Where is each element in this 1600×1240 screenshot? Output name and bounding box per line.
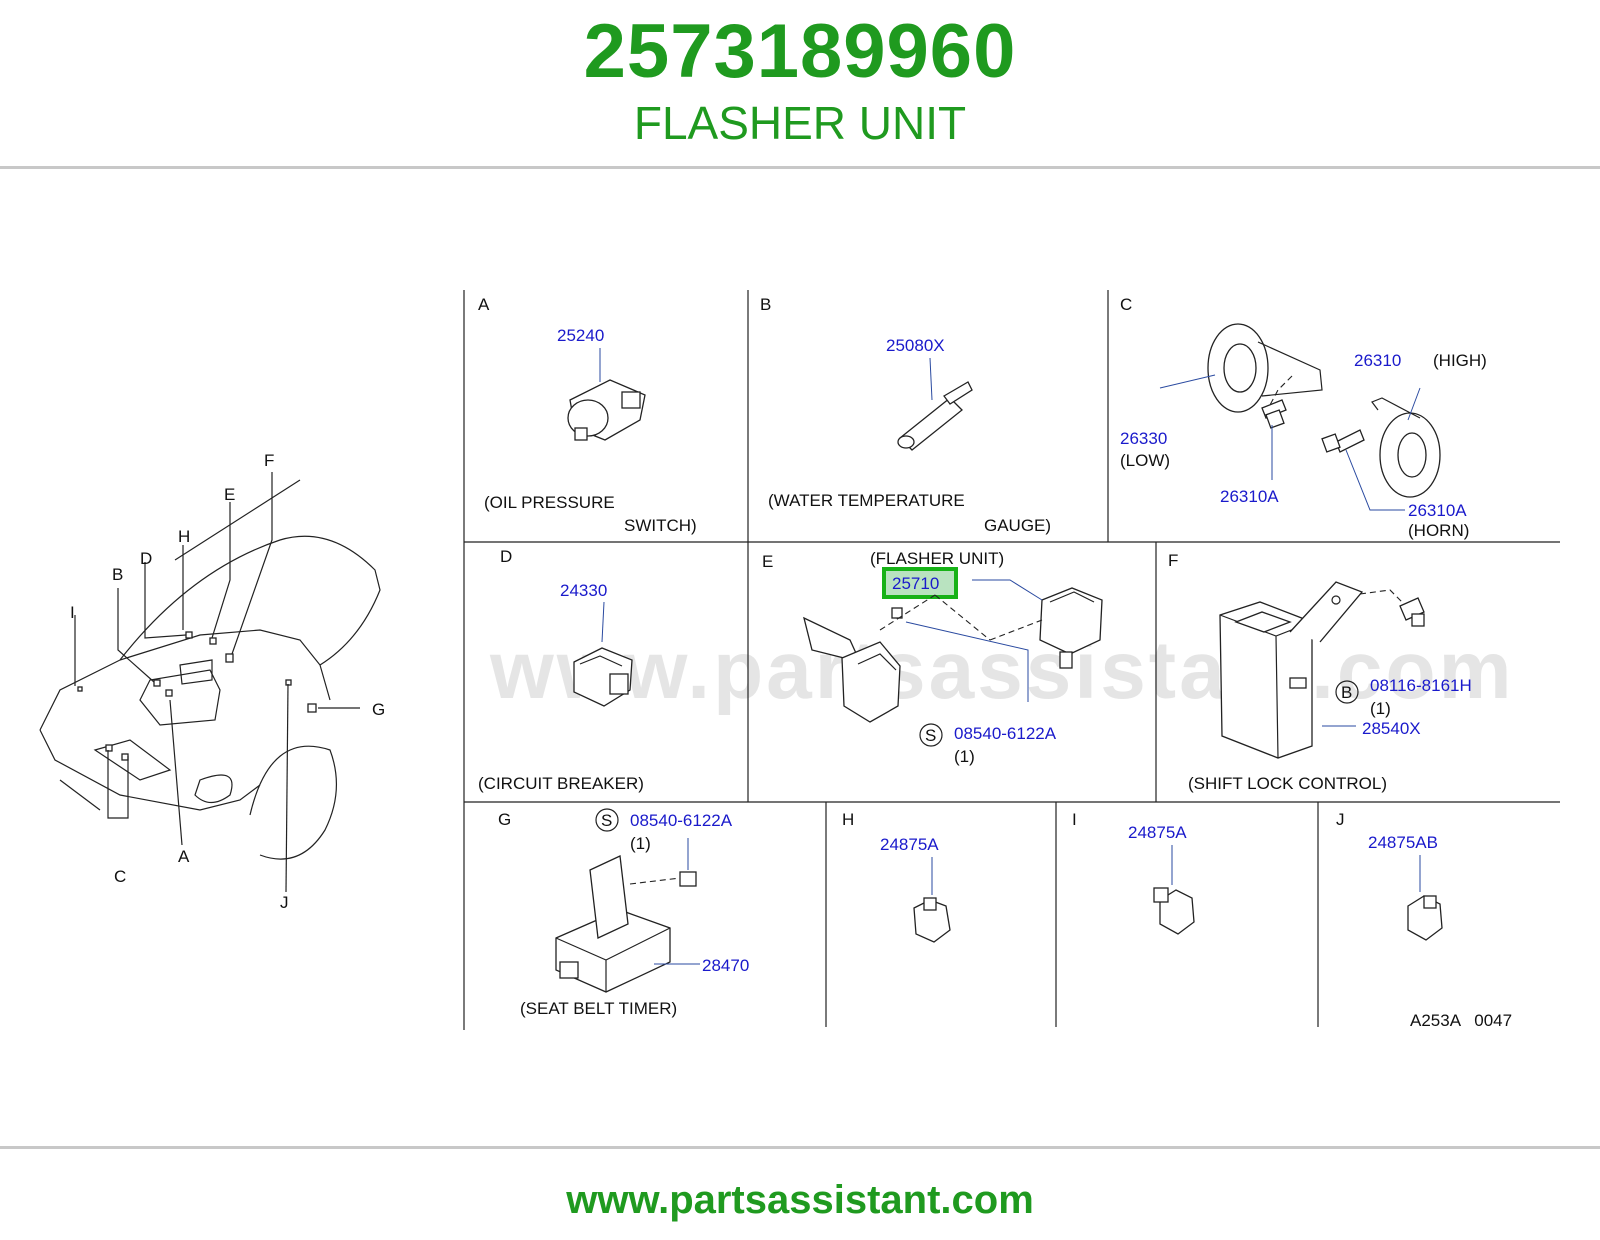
part-ref-28470[interactable]: 28470 xyxy=(702,956,749,975)
panel-b-letter: B xyxy=(760,295,771,314)
part-name-subtitle: FLASHER UNIT xyxy=(633,97,967,149)
panel-c-note-low: (LOW) xyxy=(1120,451,1170,470)
part-ref-28540x[interactable]: 28540X xyxy=(1362,719,1421,738)
part-ref-26310a-1[interactable]: 26310A xyxy=(1220,487,1279,506)
panel-c-letter: C xyxy=(1120,295,1132,314)
panel-h-letter: H xyxy=(842,810,854,829)
part-ref-25240[interactable]: 25240 xyxy=(557,326,604,345)
parts-diagram: www.partsassistant.com I xyxy=(39,290,1560,1030)
panel-e-qty: (1) xyxy=(954,747,975,766)
part-ref-24875ab[interactable]: 24875AB xyxy=(1368,833,1438,852)
panel-f-symbol: B xyxy=(1341,683,1352,702)
panel-f-letter: F xyxy=(1168,551,1178,570)
panel-c-note-high: (HIGH) xyxy=(1433,351,1487,370)
panel-j-letter: J xyxy=(1336,810,1345,829)
panel-b-caption-2: GAUGE) xyxy=(984,516,1051,535)
overview-letter-j: J xyxy=(280,893,289,912)
vehicle-overview: I B D H E F G A C J xyxy=(39,451,385,912)
part-ref-24875a-h[interactable]: 24875A xyxy=(880,835,939,854)
part-ref-25080x[interactable]: 25080X xyxy=(886,336,945,355)
panel-d-caption: (CIRCUIT BREAKER) xyxy=(478,774,644,793)
overview-letter-h: H xyxy=(178,527,190,546)
panel-d-letter: D xyxy=(500,547,512,566)
part-ref-08540-6122a-e[interactable]: 08540-6122A xyxy=(954,724,1057,743)
panel-i-letter: I xyxy=(1072,810,1077,829)
part-ref-24875a-i[interactable]: 24875A xyxy=(1128,823,1187,842)
drawing-code: A253A 0047 xyxy=(1410,1011,1512,1030)
panel-e: E (FLASHER UNIT) 25710 S 08540-6122A (1) xyxy=(762,549,1103,766)
overview-letter-d: D xyxy=(140,549,152,568)
panel-i: I 24875A xyxy=(1072,810,1195,935)
panel-a-caption-2: SWITCH) xyxy=(624,516,697,535)
panel-e-letter: E xyxy=(762,552,773,571)
footer-divider xyxy=(0,1146,1600,1149)
panel-a-letter: A xyxy=(478,295,490,314)
panel-a: A 25240 (OIL PRESSURE SWITCH) xyxy=(478,295,697,535)
panel-g: G S 08540-6122A (1) 28470 (SEAT BELT TIM… xyxy=(498,808,749,1018)
panel-b: B 25080X (WATER TEMPERATURE GAUGE) xyxy=(760,295,1051,535)
panel-c: C 26330 (LOW) 26310A 26310 (HIGH) 26310A… xyxy=(1120,295,1487,540)
part-ref-08116-8161h[interactable]: 08116-8161H xyxy=(1370,676,1472,695)
panel-h: H 24875A xyxy=(842,810,951,943)
panel-a-caption-1: (OIL PRESSURE xyxy=(484,493,615,512)
part-ref-26310a-2[interactable]: 26310A xyxy=(1408,501,1467,520)
part-ref-25710[interactable]: 25710 xyxy=(892,574,939,593)
part-ref-08540-6122a-g[interactable]: 08540-6122A xyxy=(630,811,733,830)
overview-letter-g: G xyxy=(372,700,385,719)
footer-url[interactable]: www.partsassistant.com xyxy=(566,1178,1034,1222)
part-number-title: 2573189960 xyxy=(583,9,1017,94)
overview-letter-a: A xyxy=(178,847,190,866)
watermark: www.partsassistant.com xyxy=(489,625,1515,716)
part-ref-26310[interactable]: 26310 xyxy=(1354,351,1401,370)
overview-letter-f: F xyxy=(264,451,274,470)
overview-letter-b: B xyxy=(112,565,123,584)
panel-j: J 24875AB xyxy=(1336,810,1443,941)
page-header: 2573189960 FLASHER UNIT xyxy=(0,0,1600,170)
panel-grid xyxy=(463,290,1560,1030)
overview-letter-c: C xyxy=(114,867,126,886)
panel-g-symbol: S xyxy=(601,811,612,830)
panel-g-letter: G xyxy=(498,810,511,829)
panel-e-symbol: S xyxy=(925,726,936,745)
panel-c-note-horn: (HORN) xyxy=(1408,521,1469,540)
part-ref-26330[interactable]: 26330 xyxy=(1120,429,1167,448)
panel-d: D 24330 (CIRCUIT BREAKER) xyxy=(478,547,644,793)
panel-g-qty: (1) xyxy=(630,834,651,853)
panel-f: F B 08116-8161H (1) 28540X (SHIFT LOCK C… xyxy=(1168,551,1472,793)
header-divider xyxy=(0,166,1600,169)
part-ref-25710-highlight xyxy=(882,567,958,599)
panel-f-qty: (1) xyxy=(1370,699,1391,718)
panel-g-caption: (SEAT BELT TIMER) xyxy=(520,999,677,1018)
panel-e-caption: (FLASHER UNIT) xyxy=(870,549,1004,568)
panel-b-caption-1: (WATER TEMPERATURE xyxy=(768,491,965,510)
overview-letter-e: E xyxy=(224,485,235,504)
panel-f-caption: (SHIFT LOCK CONTROL) xyxy=(1188,774,1387,793)
overview-letter-i: I xyxy=(70,603,75,622)
part-ref-24330[interactable]: 24330 xyxy=(560,581,607,600)
